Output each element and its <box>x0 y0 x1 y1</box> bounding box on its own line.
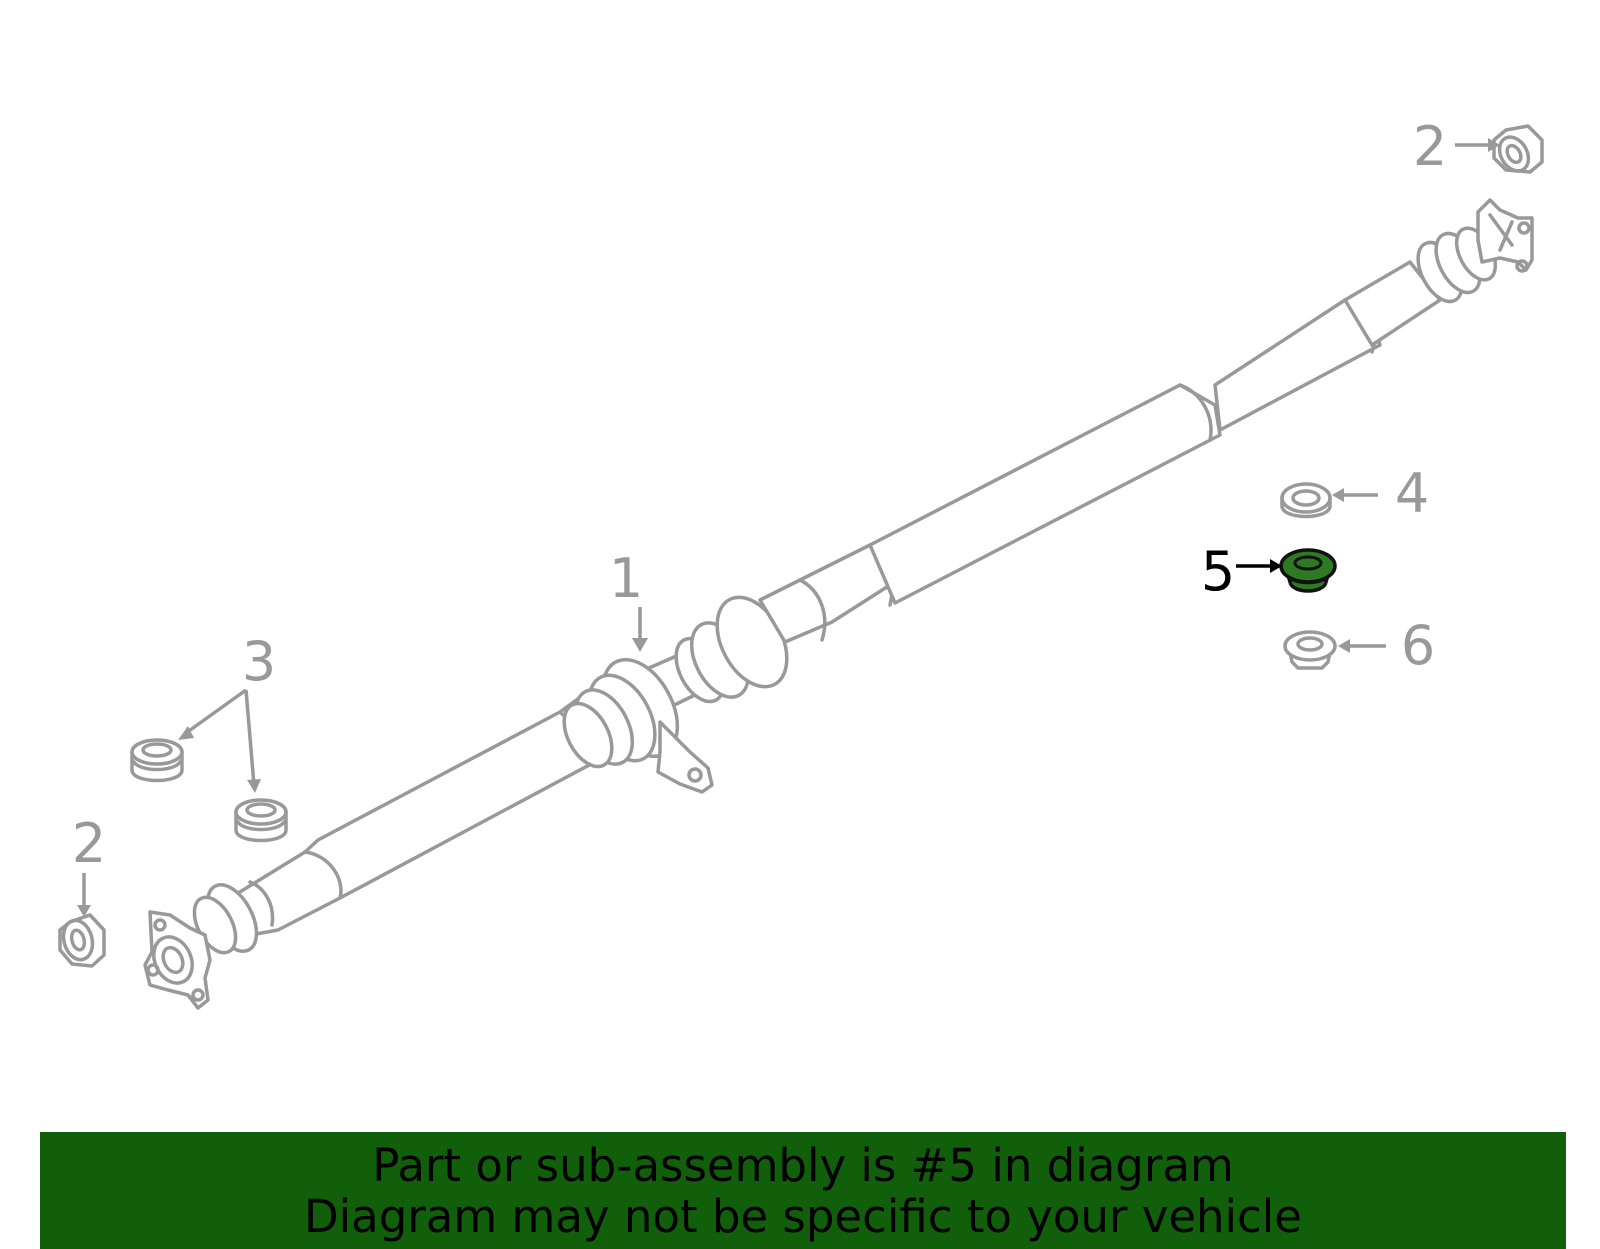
callout-1-label: 1 <box>609 547 643 610</box>
callout-6-label: 6 <box>1401 614 1435 677</box>
callout-2-top-arrow <box>1455 138 1500 152</box>
callout-5-label: 5 <box>1201 540 1235 603</box>
callout-4-label: 4 <box>1395 462 1429 525</box>
bushing-part-3-upper[interactable] <box>130 738 184 783</box>
nut-part-6[interactable] <box>1283 630 1337 670</box>
banner-line-2: Diagram may not be specific to your vehi… <box>304 1190 1302 1243</box>
callout-3-arrows <box>178 688 261 793</box>
nut-part-2-top[interactable] <box>1492 124 1544 176</box>
callout-4-arrow <box>1332 488 1378 502</box>
highlighted-part-5[interactable] <box>1279 548 1337 593</box>
callout-2-bottom-label: 2 <box>72 812 106 875</box>
callout-1-arrow <box>632 607 648 652</box>
nut-part-2-bottom[interactable] <box>58 913 106 968</box>
banner-line-1: Part or sub-assembly is #5 in diagram <box>372 1139 1234 1192</box>
bushing-part-3-lower[interactable] <box>234 798 288 843</box>
callout-5-arrow <box>1236 559 1282 573</box>
callout-3-label: 3 <box>242 630 276 693</box>
drive-shaft[interactable] <box>143 198 1534 1010</box>
info-banner: Part or sub-assembly is #5 in diagram Di… <box>40 1132 1566 1249</box>
washer-part-4[interactable] <box>1280 482 1332 519</box>
callout-2-top-label: 2 <box>1413 115 1447 178</box>
callout-6-arrow <box>1338 639 1386 653</box>
callout-2-bottom-arrow <box>77 873 91 917</box>
